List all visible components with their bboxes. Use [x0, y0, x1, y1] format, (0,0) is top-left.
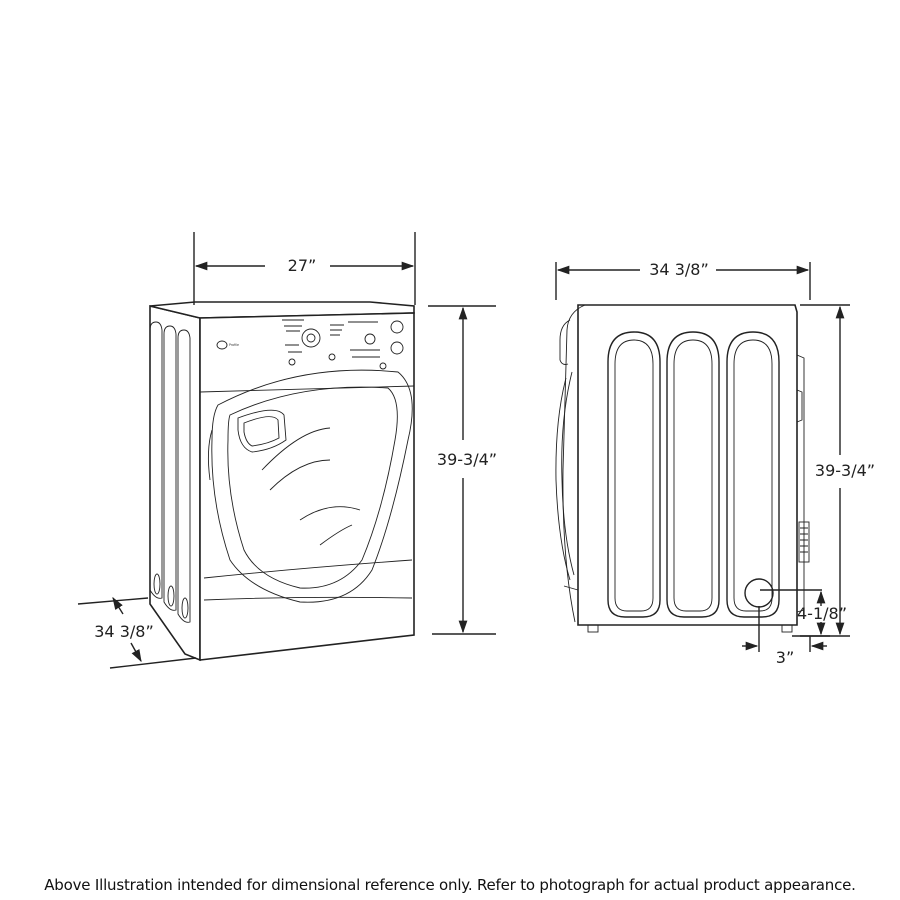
front-width-dimension: 27” [193, 232, 416, 305]
vent-offset-label: 3” [776, 648, 794, 667]
front-view-dryer: Profile [149, 301, 415, 662]
vent-offset-dimension: 3” [742, 606, 827, 667]
svg-text:Profile: Profile [229, 343, 239, 347]
door [207, 369, 413, 603]
vent-height-label: 4-1/8” [797, 604, 847, 623]
front-depth-dimension: 34 3/8” [77, 596, 197, 669]
side-view-dryer [555, 304, 810, 633]
front-depth-label: 34 3/8” [94, 622, 153, 641]
side-grooves [149, 321, 191, 623]
side-height-label: 39-3/4” [815, 461, 875, 480]
vent-height-dimension: 4-1/8” [760, 589, 847, 637]
side-height-dimension: 39-3/4” [800, 304, 875, 637]
control-panel: Profile [216, 319, 404, 370]
disclaimer-text: Above Illustration intended for dimensio… [44, 876, 856, 894]
front-height-dimension: 39-3/4” [428, 305, 497, 635]
front-height-label: 39-3/4” [437, 450, 497, 469]
side-depth-dimension: 34 3/8” [555, 260, 811, 300]
side-panels [607, 331, 780, 618]
side-depth-label: 34 3/8” [649, 260, 708, 279]
front-width-label: 27” [288, 256, 317, 275]
